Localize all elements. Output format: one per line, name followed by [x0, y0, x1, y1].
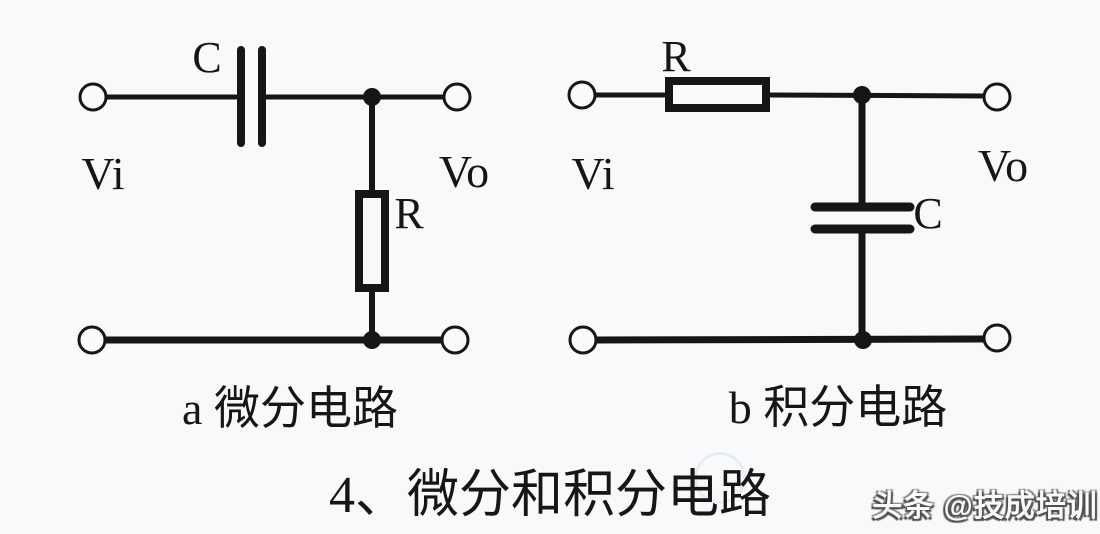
- watermark-text: 头条 @技成培训: [872, 490, 1098, 523]
- terminal-circle: [442, 82, 472, 112]
- terminal-circle: [77, 325, 107, 355]
- terminal-circle: [440, 325, 470, 355]
- capacitor-label-a: C: [192, 33, 222, 82]
- ghost-logo-watermark: [694, 452, 746, 504]
- output-voltage-label-a: Vo: [438, 146, 490, 197]
- figure-title: 4、微分和积分电路: [328, 467, 772, 524]
- terminal-circle: [78, 82, 108, 112]
- terminal-circle: [568, 325, 598, 355]
- terminal-circle: [567, 80, 597, 110]
- junction-dot: [363, 331, 381, 349]
- resistor-body: [355, 190, 389, 292]
- input-voltage-label-b: Vi: [571, 148, 615, 199]
- output-voltage-label-b: Vo: [977, 140, 1029, 191]
- circuit-b-diagram: [567, 77, 1012, 355]
- resistor-label-b: R: [661, 32, 691, 81]
- caption-circuit-b: b 积分电路: [728, 382, 948, 433]
- wire: [768, 92, 987, 99]
- circuit-a-diagram: [77, 46, 472, 355]
- junction-dot: [854, 331, 872, 349]
- resistor-body: [665, 77, 770, 112]
- capacitor-label-b: C: [913, 189, 943, 238]
- terminal-circle: [982, 323, 1012, 353]
- caption-circuit-a: a 微分电路: [182, 383, 398, 434]
- terminal-circle: [982, 82, 1012, 112]
- input-voltage-label-a: Vi: [81, 148, 125, 199]
- resistor-label-a: R: [394, 189, 424, 238]
- wire: [593, 335, 987, 344]
